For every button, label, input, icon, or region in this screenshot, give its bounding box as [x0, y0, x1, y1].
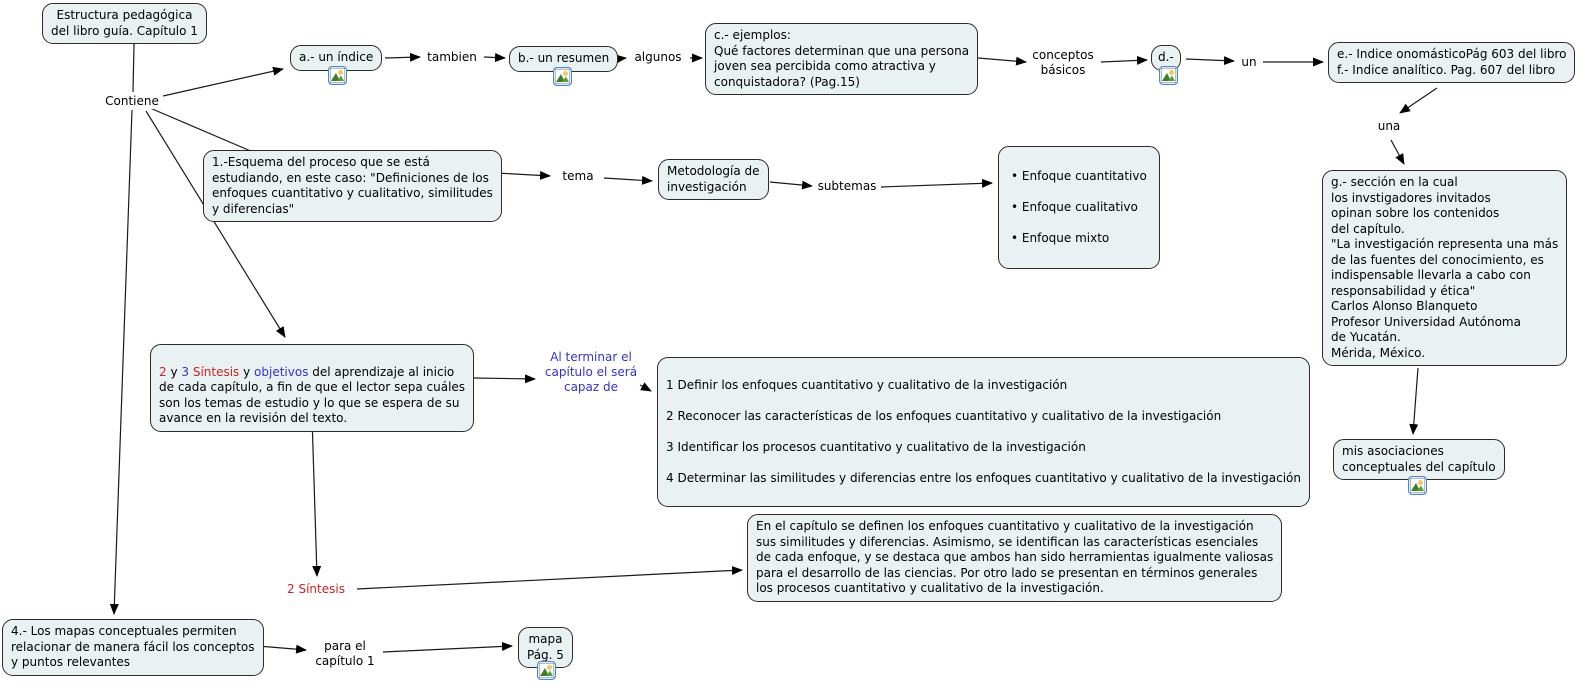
list-item: Enfoque mixto: [1011, 231, 1147, 247]
link-label-una[interactable]: una: [1375, 119, 1403, 134]
link-label-al-terminar[interactable]: Al terminar el capítulo el será capaz de: [542, 350, 640, 395]
link-label-tema[interactable]: tema: [560, 169, 596, 184]
link-label-2-sintesis[interactable]: 2 Síntesis: [285, 582, 347, 597]
list-item: 4 Determinar las similitudes y diferenci…: [666, 470, 1301, 485]
segment-y2: y: [239, 364, 255, 379]
node-g-seccion[interactable]: g.- sección en la cual los invstigadores…: [1322, 170, 1568, 366]
link-label-contiene[interactable]: Contiene: [103, 94, 161, 109]
list-item: 1 Definir los enfoques cuantitativo y cu…: [666, 377, 1068, 392]
image-resource-icon[interactable]: [328, 66, 347, 85]
segment-resto: del aprendizaje al inicio de cada capítu…: [159, 364, 466, 426]
list-item: 2 Reconocer las características de los e…: [666, 408, 1222, 423]
segment-sintesis: Síntesis: [189, 364, 240, 379]
link-label-tambien[interactable]: tambien: [425, 50, 479, 65]
node-ef-indices[interactable]: e.- Indice onomásticoPág 603 del libro f…: [1328, 42, 1576, 83]
list-item: 3 Identificar los procesos cuantitativo …: [666, 439, 1086, 454]
link-label-un[interactable]: un: [1239, 55, 1259, 70]
node-objetivos-list[interactable]: 1 Definir los enfoques cuantitativo y cu…: [657, 357, 1310, 507]
node-asociaciones[interactable]: mis asociaciones conceptuales del capítu…: [1333, 439, 1505, 480]
node-sintesis-objetivos[interactable]: 2 y 3 Síntesis y objetivos del aprendiza…: [150, 344, 475, 432]
list-item: Enfoque cuantitativo: [1011, 169, 1147, 185]
node-c-ejemplos[interactable]: c.- ejemplos: Qué factores determinan qu…: [705, 23, 979, 95]
image-resource-icon[interactable]: [553, 67, 572, 86]
link-label-para-el[interactable]: para el capítulo 1: [313, 639, 377, 669]
link-label-conceptos-basicos[interactable]: conceptos básicos: [1030, 48, 1096, 78]
segment-2: 2: [159, 364, 167, 379]
node-1-esquema[interactable]: 1.-Esquema del proceso que se está estud…: [203, 150, 502, 222]
link-label-algunos[interactable]: algunos: [632, 50, 684, 65]
image-resource-icon[interactable]: [537, 661, 556, 680]
node-4-mapas[interactable]: 4.- Los mapas conceptuales permiten rela…: [2, 619, 264, 676]
segment-3: 3: [181, 364, 190, 379]
list-item: Enfoque cualitativo: [1011, 200, 1147, 216]
node-mapa-pag5[interactable]: mapa Pág. 5: [518, 627, 573, 668]
node-metodologia[interactable]: Metodología de investigación: [658, 159, 769, 200]
link-label-subtemas[interactable]: subtemas: [815, 179, 879, 194]
node-enfoques-list[interactable]: Enfoque cuantitativo Enfoque cualitativo…: [998, 146, 1160, 269]
image-resource-icon[interactable]: [1159, 66, 1178, 85]
node-a-indice[interactable]: a.- un índice: [290, 45, 383, 71]
image-resource-icon[interactable]: [1408, 476, 1427, 495]
node-sintesis-parrafo[interactable]: En el capítulo se definen los enfoques c…: [747, 514, 1283, 602]
node-estructura-pedagogica[interactable]: Estructura pedagógica del libro guía. Ca…: [42, 3, 207, 44]
segment-objetivos: objetivos: [254, 364, 309, 379]
segment-y: y: [166, 364, 182, 379]
